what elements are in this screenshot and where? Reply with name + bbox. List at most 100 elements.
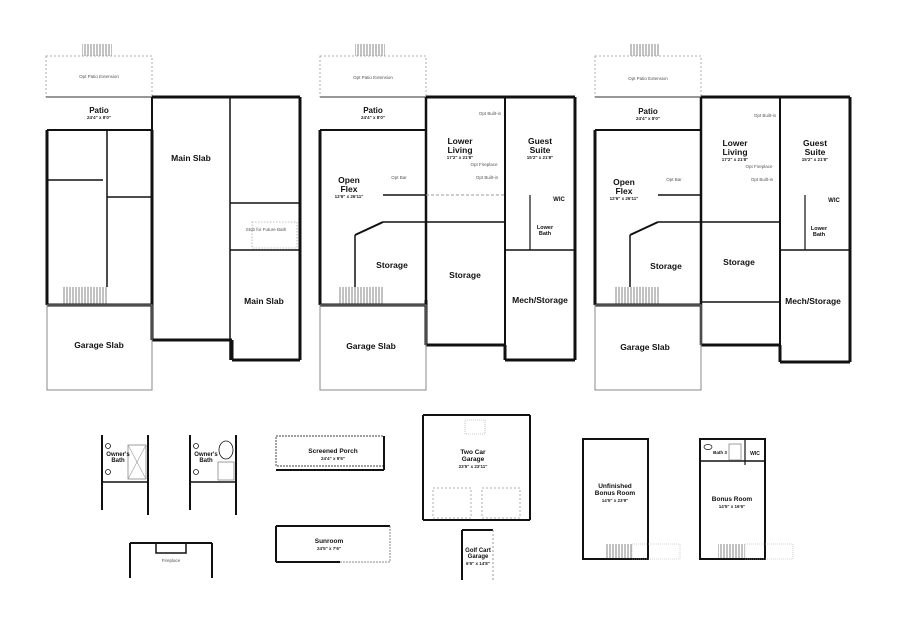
opt-patio-extension-label: Opt Patio Extension xyxy=(628,76,668,81)
owners-bath-2-linework xyxy=(189,435,237,515)
room-name-line1: Golf Cart xyxy=(465,548,491,554)
room-name-line2: Bath xyxy=(538,230,552,237)
room-garage-slab: Garage Slab xyxy=(74,340,124,350)
future-bath-stub-label: Stub for Future Bath xyxy=(245,227,287,232)
room-name: Patio xyxy=(638,107,658,116)
opt-bar-label: Opt Bar xyxy=(391,175,407,180)
owners-bath-option-1: Owner's Bath xyxy=(106,452,129,465)
room-name-line1: Unfinished xyxy=(598,483,632,490)
room-screened-porch: Screened Porch 24'4" x 9'5" xyxy=(308,448,358,462)
plan-b-linework xyxy=(318,44,577,391)
sunroom-linework xyxy=(275,525,391,563)
bonus-room-linework xyxy=(699,438,794,560)
room-patio: Patio 24'4" x 8'0" xyxy=(636,107,660,122)
room-storage-left: Storage xyxy=(650,261,682,271)
room-name-line1: Two Car xyxy=(460,449,486,456)
room-dimension: 17'2" x 21'8" xyxy=(721,156,749,162)
fireplace-option-label: Fireplace xyxy=(161,558,181,563)
room-guest-suite: Guest Suite 15'2" x 21'8" xyxy=(802,139,828,163)
room-name-line1: Lower xyxy=(722,138,748,148)
opt-builtin-bottom-label: Opt Built-in xyxy=(475,175,499,180)
room-dimension: 6'5" x 14'8" xyxy=(466,560,490,566)
room-open-flex: Open Flex 12'6" x 26'11" xyxy=(610,178,639,202)
room-dimension: 14'5" x 23'9" xyxy=(601,497,629,503)
room-name-line2: Flex xyxy=(615,185,633,196)
room-unfinished-bonus: Unfinished Bonus Room 14'5" x 23'9" xyxy=(594,483,636,503)
opt-builtin-bottom-label: Opt Built-in xyxy=(750,177,774,182)
room-name-line2: Garage xyxy=(461,455,485,463)
room-name-line1: Lower xyxy=(810,226,828,232)
opt-patio-extension-label: Opt Patio Extension xyxy=(353,75,393,80)
room-name: Patio xyxy=(363,106,383,115)
room-name-line1: Owner's xyxy=(194,452,218,458)
room-garage-slab: Garage Slab xyxy=(620,342,670,352)
plan-a-linework xyxy=(45,44,302,391)
opt-bar-label: Opt Bar xyxy=(666,177,682,182)
room-name-line2: Living xyxy=(447,144,473,155)
room-name-line2: Living xyxy=(722,146,748,157)
room-main-slab-lower: Main Slab xyxy=(244,296,284,306)
room-lower-bath: Lower Bath xyxy=(810,226,828,239)
room-storage-center: Storage xyxy=(449,270,481,280)
room-patio: Patio 24'4" x 8'0" xyxy=(361,106,385,121)
room-open-flex: Open Flex 12'6" x 26'11" xyxy=(335,176,364,200)
room-name: Patio xyxy=(89,106,109,115)
room-dimension: 24'4" x 8'0" xyxy=(361,115,385,121)
room-name-line1: Open xyxy=(613,177,635,187)
room-name: Bonus Room xyxy=(711,496,753,503)
room-lower-living: Lower Living 17'2" x 21'8" xyxy=(447,137,473,161)
wic-label: WIC xyxy=(828,198,840,204)
two-car-garage-linework xyxy=(422,414,531,580)
owners-bath-option-2: Owner's Bath xyxy=(194,452,217,465)
room-dimension: 17'2" x 21'8" xyxy=(446,154,474,160)
room-name-line1: Lower xyxy=(536,225,554,231)
room-name-line1: Guest xyxy=(527,136,553,146)
opt-patio-extension-label: Opt Patio Extension xyxy=(79,74,119,79)
room-name-line1: Owner's xyxy=(106,452,130,458)
room-guest-suite: Guest Suite 15'2" x 21'8" xyxy=(527,137,553,161)
room-name: Sunroom xyxy=(314,538,344,545)
room-dimension: 23'5" x 23'11" xyxy=(458,463,488,469)
room-name-line1: Lower xyxy=(447,136,473,146)
room-name-line2: Bath xyxy=(199,458,213,465)
room-mech-storage: Mech/Storage xyxy=(512,295,568,305)
room-mech-storage: Mech/Storage xyxy=(785,296,841,306)
wic-label: WIC xyxy=(553,197,565,203)
room-lower-bath: Lower Bath xyxy=(536,225,554,238)
room-name-line2: Suite xyxy=(529,144,551,155)
room-name-line2: Suite xyxy=(804,146,826,157)
room-name-line2: Bath xyxy=(812,231,826,238)
bath-3-label: Bath 3 xyxy=(713,450,727,455)
opt-fireplace-label: Opt Fireplace xyxy=(470,162,498,167)
room-dimension: 14'5" x 16'6" xyxy=(718,503,746,509)
room-name-line1: Guest xyxy=(802,138,828,148)
room-name-line2: Bonus Room xyxy=(594,489,636,497)
room-dimension: 12'6" x 26'11" xyxy=(609,195,639,201)
opt-fireplace-label: Opt Fireplace xyxy=(745,164,773,169)
room-main-slab-upper: Main Slab xyxy=(171,153,211,163)
room-name: Screened Porch xyxy=(308,448,358,455)
room-two-car-garage: Two Car Garage 23'5" x 23'11" xyxy=(458,449,488,469)
opt-builtin-top-label: Opt Built-in xyxy=(478,111,502,116)
room-name-line2: Bath xyxy=(111,458,125,465)
bonus-wic-label: WIC xyxy=(750,451,760,457)
room-dimension: 24'4" x 8'0" xyxy=(87,115,111,121)
room-golf-cart-garage: Golf Cart Garage 6'5" x 14'8" xyxy=(465,548,491,566)
room-lower-living: Lower Living 17'2" x 21'8" xyxy=(722,139,748,163)
room-storage-left: Storage xyxy=(376,260,408,270)
room-name-line2: Flex xyxy=(340,183,358,194)
room-dimension: 15'2" x 21'8" xyxy=(801,156,829,162)
room-dimension: 24'4" x 8'0" xyxy=(636,116,660,122)
room-sunroom: Sunroom 24'5" x 7'6" xyxy=(314,538,344,552)
room-garage-slab: Garage Slab xyxy=(346,341,396,351)
room-dimension: 15'2" x 21'8" xyxy=(526,154,554,160)
room-dimension: 24'4" x 9'5" xyxy=(321,455,345,461)
room-bonus-room: Bonus Room 14'5" x 16'6" xyxy=(711,496,753,510)
room-name-line1: Open xyxy=(338,175,360,185)
room-name-line2: Garage xyxy=(467,554,489,561)
screened-porch-linework xyxy=(275,435,385,471)
owners-bath-1-linework xyxy=(101,435,149,515)
room-dimension: 24'5" x 7'6" xyxy=(317,545,341,551)
room-dimension: 12'6" x 26'11" xyxy=(334,193,364,199)
